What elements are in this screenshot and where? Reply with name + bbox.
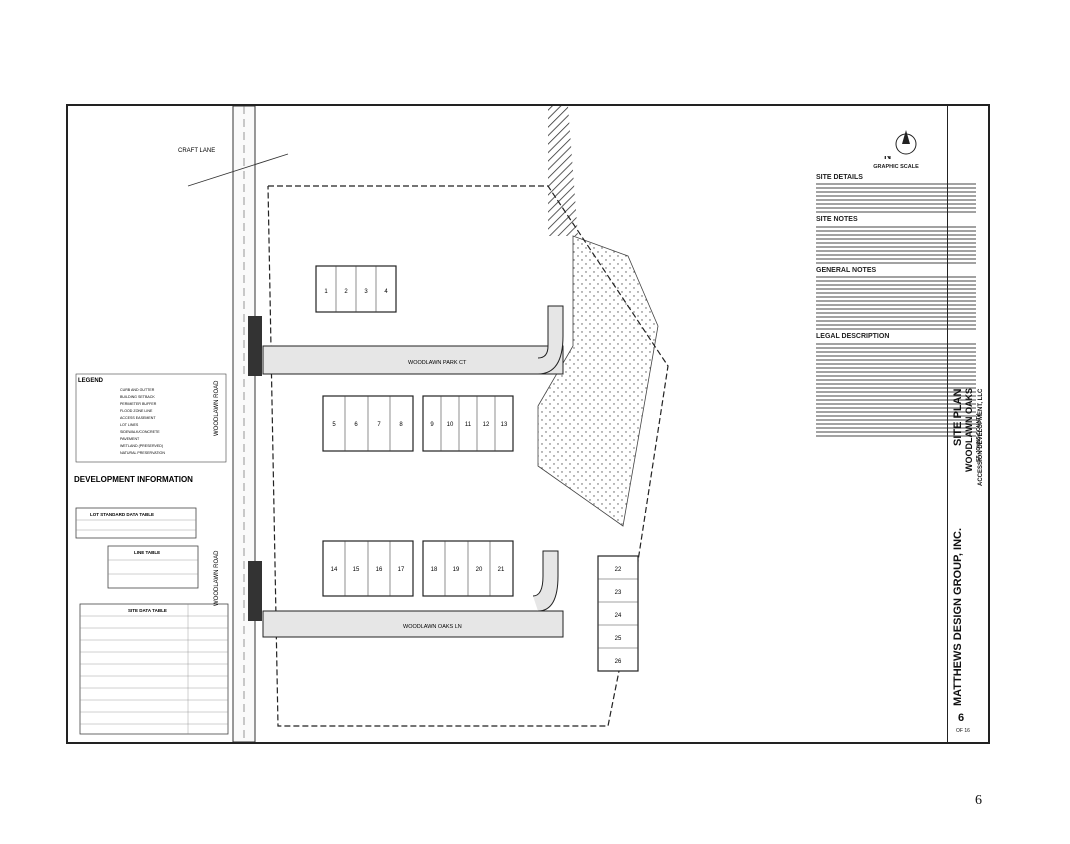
legend-item: BUILDING SETBACK — [120, 395, 155, 399]
woodlawn-road-lower-label: WOODLAWN ROAD — [214, 550, 220, 606]
site-plan-drawing: CRAFT LANE WOODLAWN ROAD WOODLAWN ROAD W… — [74, 106, 669, 742]
lot-number: 6 — [354, 422, 358, 428]
firm-name: MATTHEWS DESIGN GROUP, INC. — [952, 527, 964, 706]
turn-lane-lower — [248, 561, 262, 621]
sheet-title: SITE PLAN — [952, 388, 964, 446]
lot-number: 12 — [483, 422, 490, 428]
lot-number: 22 — [615, 567, 622, 573]
notes-column: N GRAPHIC SCALE SITE DETAILS SITE NOTES … — [816, 156, 976, 736]
lot-number: 25 — [615, 636, 622, 642]
building-lots-22-26 — [597, 555, 639, 672]
lot-number: 3 — [364, 289, 368, 295]
title-block: MATTHEWS DESIGN GROUP, INC. SITE PLAN WO… — [947, 106, 988, 742]
line-table — [107, 545, 199, 589]
lot-number: 14 — [331, 567, 338, 573]
legend-item: NATURAL PRESERVATION — [120, 451, 165, 455]
site-notes-heading: SITE NOTES — [816, 216, 858, 223]
lot-number: 11 — [465, 422, 472, 428]
lot-number: 18 — [431, 567, 438, 573]
graphic-scale-label: GRAPHIC SCALE — [873, 164, 919, 170]
lot-number: 24 — [615, 613, 622, 619]
legend-item: CURB AND GUTTER — [120, 388, 155, 392]
lot-number: 16 — [376, 567, 383, 573]
lot-number: 5 — [332, 422, 336, 428]
lot-number: 13 — [501, 422, 508, 428]
lane-label: WOODLAWN OAKS LN — [403, 624, 462, 630]
legend-title: LEGEND — [78, 378, 104, 384]
lot-number: 9 — [430, 422, 434, 428]
craft-lane-label: CRAFT LANE — [178, 148, 215, 154]
sheet-number: 6 — [958, 712, 965, 724]
lot-number: 2 — [344, 289, 348, 295]
turn-lane-upper — [248, 316, 262, 376]
legend-item: ACCESS EASEMENT — [120, 416, 156, 420]
legal-description-heading: LEGAL DESCRIPTION — [816, 333, 890, 340]
lot-number: 15 — [353, 567, 360, 573]
lot-number: 21 — [498, 567, 505, 573]
lot-number: 17 — [398, 567, 405, 573]
page-number: 6 — [975, 793, 982, 808]
client-name: ACCESSION DEVELOPMENT, LLC — [978, 388, 984, 486]
dev-info-title: DEVELOPMENT INFORMATION — [74, 475, 193, 484]
legend-item: PAVEMENT — [120, 437, 140, 441]
court-label: WOODLAWN PARK CT — [408, 360, 467, 366]
wetland-area — [537, 235, 659, 527]
lot-number: 26 — [615, 659, 622, 665]
legend-item: PERIMETER BUFFER — [120, 402, 157, 406]
general-notes-heading: GENERAL NOTES — [816, 266, 877, 274]
legend-item: WETLAND (PRESERVED) — [120, 444, 163, 448]
lot-number: 20 — [476, 567, 483, 573]
legend-item: LOT LINES — [120, 423, 139, 427]
north-label: N — [884, 156, 892, 162]
site-table-title: SITE DATA TABLE — [128, 608, 167, 613]
lot-number: 23 — [615, 590, 622, 596]
drawing-sheet: CRAFT LANE WOODLAWN ROAD WOODLAWN ROAD W… — [66, 104, 990, 744]
line-table-title: LINE TABLE — [134, 550, 160, 555]
woodlawn-oaks-ln — [262, 610, 564, 638]
woodlawn-road-label: WOODLAWN ROAD — [214, 380, 220, 436]
preservation-hatch — [548, 106, 578, 236]
lot-number: 7 — [377, 422, 381, 428]
north-arrow-icon — [895, 130, 917, 155]
lot-number: 1 — [324, 289, 328, 295]
legend-box — [75, 373, 227, 463]
lot-number: 10 — [447, 422, 454, 428]
lot-table-title: LOT STANDARD DATA TABLE — [90, 512, 154, 517]
sheet-of: OF 16 — [956, 728, 970, 734]
legend-item: FLOOD ZONE LINE — [120, 409, 153, 413]
legend-item: SIDEWALK/CONCRETE — [120, 430, 160, 434]
project-name: WOODLAWN OAKS — [964, 388, 974, 472]
lot-standard-table — [75, 507, 197, 539]
site-details-heading: SITE DETAILS — [816, 173, 863, 181]
site-data-table — [79, 603, 229, 735]
lot-number: 19 — [453, 567, 460, 573]
woodlawn-park-ct — [262, 345, 564, 375]
lot-number: 8 — [399, 422, 403, 428]
lot-number: 4 — [384, 289, 388, 295]
building-lots-9-13 — [422, 395, 514, 452]
